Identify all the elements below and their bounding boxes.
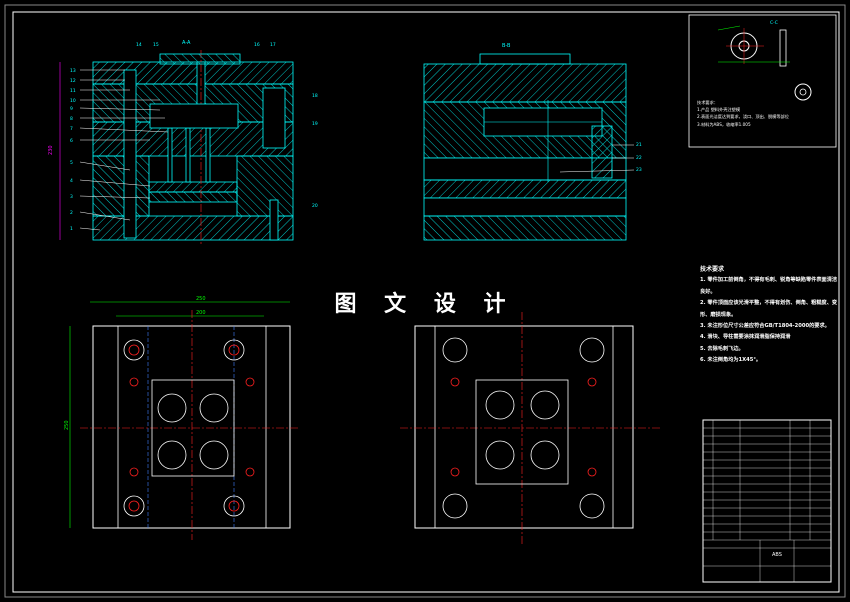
title-block-material: ABS bbox=[772, 552, 782, 558]
part-number-label: 22 bbox=[636, 155, 642, 161]
product-notes-title: 技术要求： bbox=[697, 100, 718, 105]
svg-text:250: 250 bbox=[64, 420, 70, 430]
title-block: ABS bbox=[702, 419, 832, 583]
part-number-label: 16 bbox=[254, 42, 260, 48]
inner-frame bbox=[12, 11, 840, 593]
section-view-a: A-A 230 bbox=[48, 40, 294, 245]
part-number-label: 12 bbox=[70, 78, 76, 84]
part-number-label: 13 bbox=[70, 68, 76, 74]
part-leaders-left bbox=[79, 69, 169, 231]
product-notes: 技术要求： 1.产品 塑料外壳注塑模 2.表面光洁度达到要求，浇口、顶出、脱模等… bbox=[697, 99, 827, 128]
part-number-label: 19 bbox=[312, 121, 318, 127]
plan-view-fixed-half: 250 200 250 bbox=[64, 296, 300, 540]
svg-text:230: 230 bbox=[48, 145, 54, 155]
part-number-label: 5 bbox=[70, 160, 73, 166]
part-number-label: 21 bbox=[636, 142, 642, 148]
tech-req-item: 4. 滑块、导柱需要涂抹润滑脂保持润滑 bbox=[700, 334, 791, 341]
plan-view-moving-half bbox=[400, 312, 660, 544]
part-number-label: 11 bbox=[70, 88, 76, 94]
part-number-label: 3 bbox=[70, 194, 73, 200]
product-note-line: 2.表面光洁度达到要求，浇口、顶出、脱模等部位 bbox=[697, 114, 789, 120]
tech-req-item: 6. 未注倒角均为1X45°。 bbox=[700, 357, 762, 364]
part-number-label: 20 bbox=[312, 203, 318, 209]
product-note-line: 3.材料为ABS，收缩率1.005 bbox=[697, 121, 751, 127]
section-a-label: A-A bbox=[182, 40, 191, 46]
product-note-line: 1.产品 塑料外壳注塑模 bbox=[697, 107, 741, 113]
part-number-label: 6 bbox=[70, 138, 73, 144]
part-number-label: 14 bbox=[136, 42, 142, 48]
part-number-label: 4 bbox=[70, 178, 73, 184]
part-number-label: 10 bbox=[70, 98, 76, 104]
section-view-b: B-B bbox=[423, 43, 635, 241]
part-number-label: 15 bbox=[153, 42, 159, 48]
part-number-label: 9 bbox=[70, 106, 73, 112]
tech-req-item: 1. 零件加工前倒角，不得有毛刺、锐角等缺陷零件表面清洁良好。 bbox=[700, 277, 838, 295]
part-number-label: 18 bbox=[312, 93, 318, 99]
drawing-title: 图 文 设 计 bbox=[334, 292, 516, 317]
part-number-label: 23 bbox=[636, 167, 642, 173]
technical-requirements: 技术要求 1. 零件加工前倒角，不得有毛刺、锐角等缺陷零件表面清洁良好。 2. … bbox=[700, 264, 840, 367]
section-b-label: B-B bbox=[502, 43, 511, 49]
part-number-label: 7 bbox=[70, 126, 73, 132]
part-number-label: 1 bbox=[70, 226, 73, 232]
outer-frame bbox=[4, 4, 846, 598]
svg-text:200: 200 bbox=[196, 310, 206, 316]
tech-req-title: 技术要求 bbox=[700, 266, 725, 273]
svg-text:250: 250 bbox=[196, 296, 206, 302]
tech-req-item: 5. 去除毛刺飞边。 bbox=[700, 345, 744, 352]
part-number-label: 8 bbox=[70, 116, 73, 122]
tech-req-item: 2. 零件顶面应该光滑平整，不得有划伤、倒角、粗糙度、变形、磨损现象。 bbox=[700, 300, 838, 318]
part-number-label: 17 bbox=[270, 42, 276, 48]
part-number-label: 2 bbox=[70, 210, 73, 216]
detail-view: C-C bbox=[688, 14, 837, 148]
detail-label: C-C bbox=[770, 20, 778, 26]
tech-req-item: 3. 未注形位尺寸公差应符合GB/T1804-2000的要求。 bbox=[700, 323, 830, 330]
